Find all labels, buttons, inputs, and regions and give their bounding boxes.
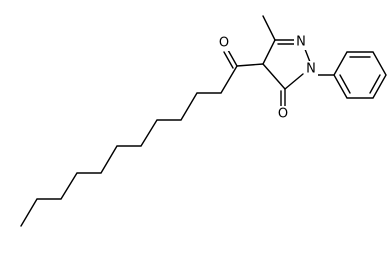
- atom-label-o-lactam: O: [278, 107, 288, 122]
- bond-c4-c3: [262, 39, 276, 65]
- atom-o-lactam: O: [276, 106, 290, 122]
- lactam-carbonyl: [280, 88, 286, 107]
- bond-carbonyl-o-b: [223, 51, 234, 69]
- acyl-group: [223, 49, 264, 69]
- bond-carbonyl-o-a: [227, 49, 238, 67]
- phenyl-hexagon: [333, 51, 387, 99]
- alkyl-chain: [20, 65, 238, 227]
- phenyl-inner-bond-3: [339, 74, 351, 94]
- bond-c5-c4: [262, 63, 286, 90]
- bond-n1-c5: [284, 73, 304, 90]
- atom-label-n-imine: N: [296, 35, 306, 50]
- phenyl-inner-bond-2: [369, 74, 381, 94]
- atom-n-phenyl: N: [304, 61, 318, 77]
- phenyl-ring: [316, 51, 387, 99]
- atom-n-imine: N: [294, 34, 308, 50]
- atom-o-ketone: O: [217, 35, 231, 51]
- bond-c4-carbonyl: [236, 63, 264, 67]
- atom-label-o-ketone: O: [219, 36, 229, 51]
- atom-label-n-phenyl: N: [306, 62, 316, 77]
- bond-methyl: [262, 15, 276, 41]
